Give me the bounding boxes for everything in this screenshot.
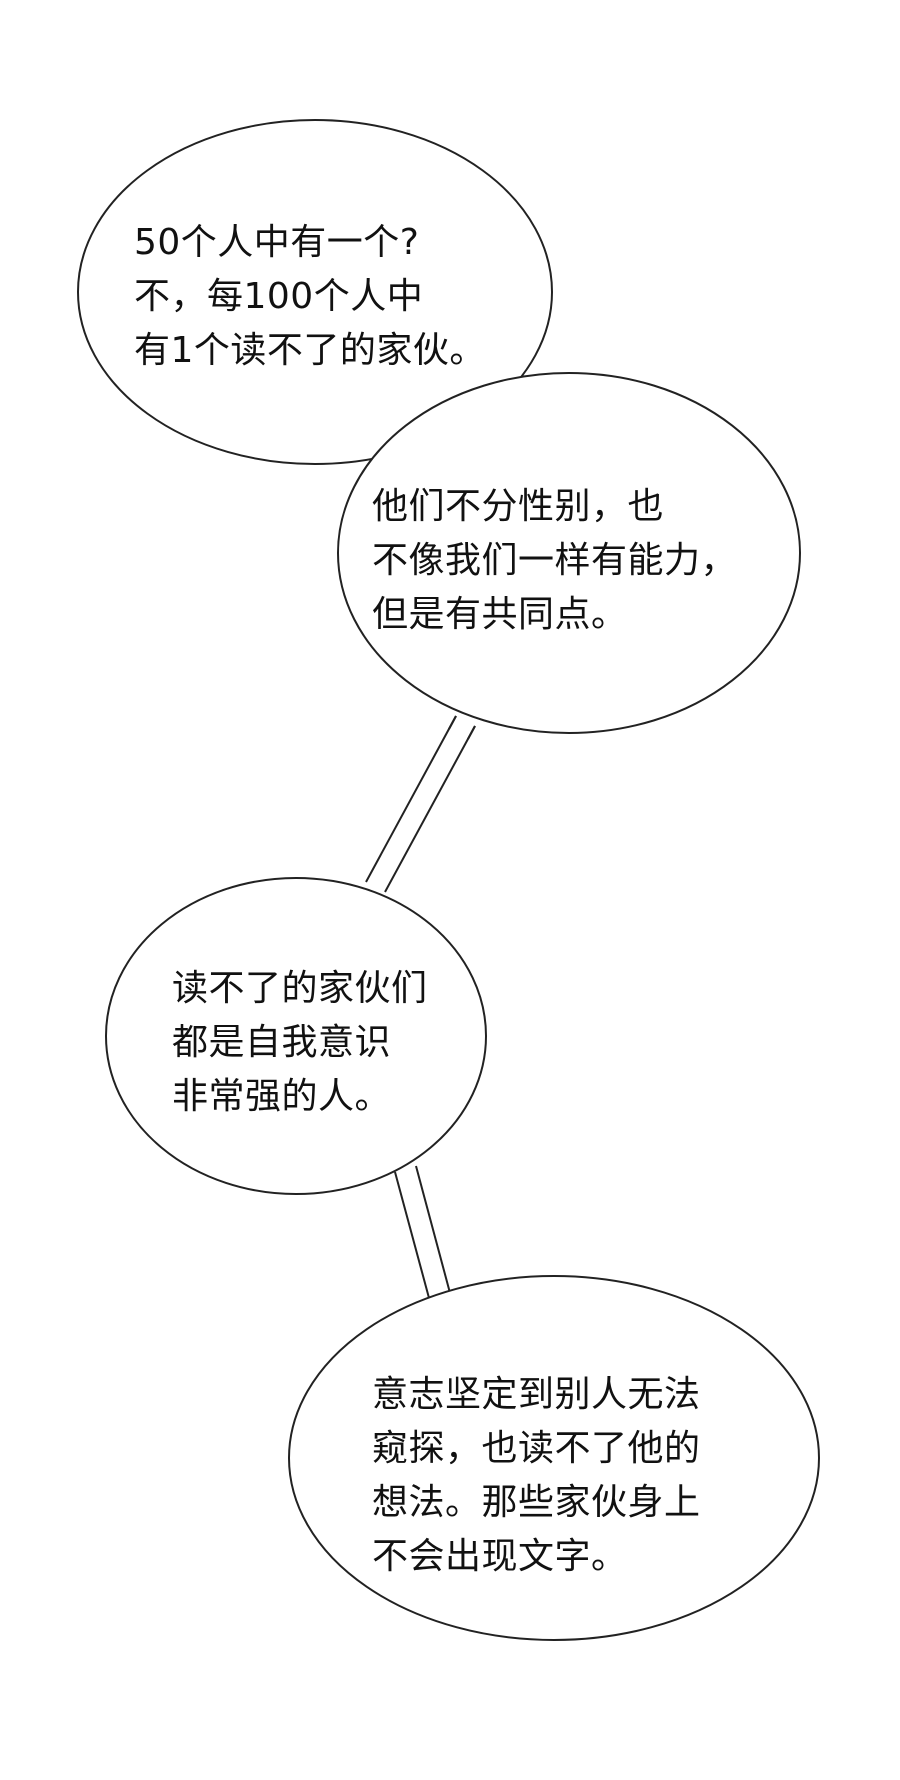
speech-bubble (77, 119, 553, 465)
dialogue-line: 他们不分性别，也 (372, 486, 665, 527)
dialogue-line: 意志坚定到别人无法 (372, 1374, 701, 1415)
bubble-text: 50个人中有一个? 不，每100个人中 有1个读不了的家伙。 (134, 216, 486, 378)
dialogue-line: 不像我们一样有能力， (372, 540, 738, 581)
bubble-text: 他们不分性别，也 不像我们一样有能力， 但是有共同点。 (372, 480, 737, 642)
dialogue-line: 不会出现文字。 (372, 1536, 628, 1577)
dialogue-line: 读不了的家伙们 (172, 968, 428, 1009)
dialogue-line: 非常强的人。 (172, 1076, 392, 1117)
bubble-connector (365, 715, 476, 893)
dialogue-line: 都是自我意识 (172, 1022, 392, 1063)
dialogue-line: 窥探，也读不了他的 (372, 1428, 701, 1469)
dialogue-line: 但是有共同点。 (372, 594, 628, 635)
bubble-text: 读不了的家伙们 都是自我意识 非常强的人。 (172, 962, 428, 1124)
speech-bubble (288, 1275, 820, 1641)
dialogue-line: 50个人中有一个? (134, 222, 420, 263)
speech-bubble (337, 372, 801, 734)
speech-bubble (105, 877, 487, 1195)
bubble-connector (394, 1165, 451, 1299)
bubble-text: 意志坚定到别人无法 窥探，也读不了他的 想法。那些家伙身上 不会出现文字。 (372, 1368, 701, 1584)
dialogue-line: 有1个读不了的家伙。 (134, 330, 486, 371)
dialogue-line: 不，每100个人中 (134, 276, 424, 317)
dialogue-line: 想法。那些家伙身上 (372, 1482, 701, 1523)
